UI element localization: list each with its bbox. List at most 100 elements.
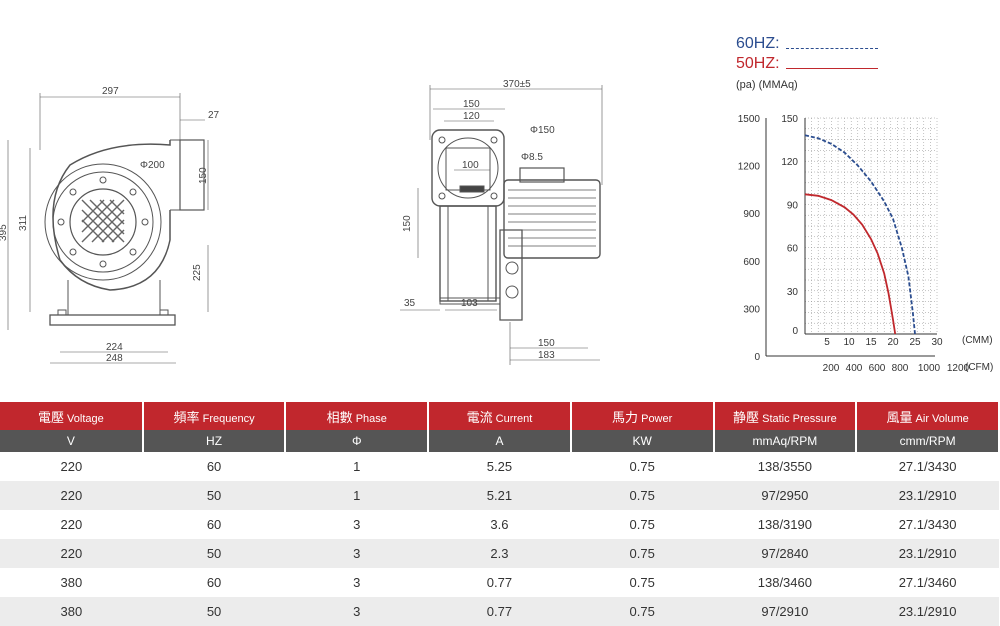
table-cell: 0.75 — [570, 568, 714, 597]
table-cell: 27.1/3460 — [856, 568, 999, 597]
svg-text:100: 100 — [462, 160, 479, 171]
x-cmm-tick-label: 15 — [865, 337, 877, 348]
svg-text:150: 150 — [198, 167, 209, 184]
table-cell: 0.75 — [570, 452, 714, 481]
unit-cell: Φ — [285, 430, 430, 452]
column-header: 風量 Air Volume — [856, 402, 1000, 430]
svg-text:150: 150 — [463, 99, 480, 110]
y-mmaq-tick-label: 90 — [787, 200, 799, 211]
table-cell: 1 — [285, 452, 429, 481]
header-en: Current — [492, 412, 533, 425]
column-header: 電壓 Voltage — [0, 402, 144, 430]
table-cell: 380 — [0, 568, 143, 597]
svg-text:297: 297 — [102, 86, 119, 97]
table-cell: 5.25 — [428, 452, 571, 481]
column-header: 電流 Current — [428, 402, 572, 430]
unit-cell: HZ — [142, 430, 287, 452]
svg-text:Φ200: Φ200 — [140, 160, 165, 171]
table-cell: 220 — [0, 481, 143, 510]
x-cmm-tick-label: 10 — [843, 337, 855, 348]
header-en: Voltage — [63, 412, 104, 425]
svg-text:370±5: 370±5 — [503, 79, 531, 90]
header-zh: 静壓 — [733, 409, 760, 425]
unit-cell: A — [428, 430, 572, 452]
table-cell: 3.6 — [428, 510, 571, 539]
header-zh: 風量 — [886, 409, 913, 425]
legend-50hz-line — [785, 67, 878, 69]
table-cell: 23.1/2910 — [856, 481, 999, 510]
unit-cell: KW — [570, 430, 715, 452]
table-cell: 1 — [285, 481, 429, 510]
svg-text:150: 150 — [538, 338, 555, 349]
table-cell: 2.3 — [428, 539, 571, 568]
svg-text:311: 311 — [18, 215, 29, 231]
x-cfm-unit: (CFM) — [965, 362, 993, 373]
y-mmaq-tick-label: 0 — [792, 326, 798, 337]
x-cfm-tick-label: 200 — [823, 363, 840, 374]
table-cell: 138/3460 — [713, 568, 857, 597]
y-mmaq-tick-label: 150 — [781, 114, 798, 125]
header-en: Power — [638, 412, 673, 425]
y-pa-tick-label: 900 — [743, 209, 760, 220]
front-view-drawing — [7, 93, 209, 364]
table-cell: 3 — [285, 539, 429, 568]
x-cfm-tick-label: 1200 — [947, 363, 970, 374]
table-cell: 0.75 — [570, 481, 714, 510]
column-header: 頻率 Frequency — [142, 402, 287, 430]
x-cmm-tick-label: 30 — [931, 337, 943, 348]
table-cell: 60 — [142, 452, 286, 481]
svg-text:103: 103 — [461, 298, 478, 309]
series-line-60hz — [804, 134, 916, 335]
side-view-drawing — [400, 85, 603, 365]
y-pa-tick-label: 1200 — [738, 162, 761, 173]
y-pa-tick-label: 1500 — [738, 114, 761, 125]
x-cmm-tick-label: 20 — [887, 337, 899, 348]
header-zh: 馬力 — [612, 409, 639, 425]
table-cell: 97/2840 — [713, 539, 857, 568]
table-cell: 23.1/2910 — [856, 539, 999, 568]
table-cell: 97/2950 — [713, 481, 857, 510]
table-cell: 97/2910 — [713, 597, 857, 626]
unit-cell: cmm/RPM — [856, 430, 1000, 452]
table-cell: 138/3550 — [713, 452, 857, 481]
y-mmaq-tick-label: 30 — [787, 287, 799, 298]
header-zh: 電壓 — [37, 409, 64, 425]
svg-text:248: 248 — [106, 353, 123, 364]
table-cell: 220 — [0, 510, 143, 539]
series-line-50hz — [804, 193, 897, 335]
table-cell: 60 — [142, 568, 286, 597]
table-cell: 60 — [142, 510, 286, 539]
legend-60hz-line — [785, 47, 878, 49]
y-mmaq-tick-label: 120 — [781, 157, 798, 168]
front-view-dimensions: 297 27 Φ200 150 395 311 225 224 248 — [0, 86, 220, 364]
table-cell: 3 — [285, 597, 429, 626]
chart-units: (pa) (MMAq) — [736, 79, 798, 91]
table-cell: 0.77 — [428, 597, 571, 626]
unit-cell: mmAq/RPM — [713, 430, 858, 452]
table-cell: 0.77 — [428, 568, 571, 597]
svg-text:120: 120 — [463, 111, 480, 122]
svg-text:150: 150 — [402, 215, 413, 232]
table-cell: 27.1/3430 — [856, 510, 999, 539]
table-cell: 220 — [0, 452, 143, 481]
header-zh: 相數 — [326, 409, 353, 425]
x-cfm-tick-label: 600 — [869, 363, 886, 374]
legend-60hz: 60HZ: — [736, 34, 878, 54]
x-cfm-tick-label: 1000 — [918, 363, 941, 374]
column-header: 馬力 Power — [570, 402, 715, 430]
table-cell: 50 — [142, 481, 286, 510]
table-cell: 220 — [0, 539, 143, 568]
table-cell: 0.75 — [570, 510, 714, 539]
table-cell: 50 — [142, 597, 286, 626]
table-cell: 5.21 — [428, 481, 571, 510]
x-cmm-unit: (CMM) — [962, 335, 993, 346]
column-header: 静壓 Static Pressure — [713, 402, 858, 430]
